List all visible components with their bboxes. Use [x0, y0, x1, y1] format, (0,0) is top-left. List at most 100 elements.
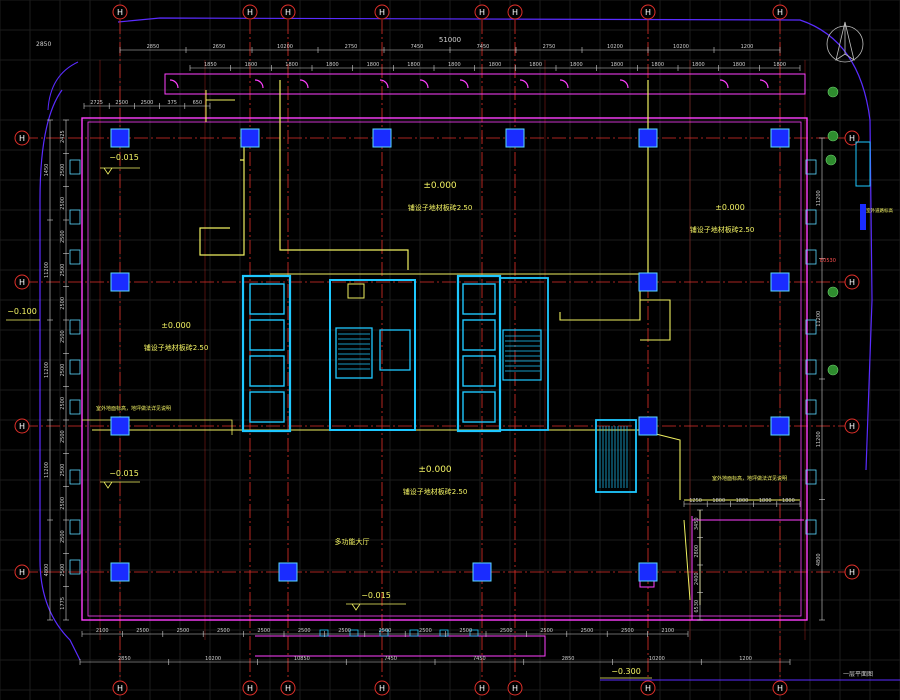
- structural-column: [770, 128, 790, 148]
- door-swing: [459, 79, 469, 89]
- dimension-text: 2400: [694, 572, 700, 585]
- structural-column: [770, 416, 790, 436]
- bottom-axis-bubble: H: [772, 680, 788, 696]
- bottom-axis-bubble: H: [374, 680, 390, 696]
- dimension-text: 2500: [459, 628, 472, 634]
- axis-bubble-circle: [280, 4, 296, 20]
- window-frame: [69, 559, 81, 575]
- dimension-text: 375: [167, 100, 177, 106]
- window-frame: [805, 399, 817, 415]
- dimension-text: 2500: [115, 100, 128, 106]
- window-frame: [69, 159, 81, 175]
- axis-bubble-circle: [507, 4, 523, 20]
- dimension-text: 1800: [407, 62, 420, 68]
- structural-column: [472, 562, 492, 582]
- dimension-text: 2500: [621, 628, 634, 634]
- structural-column: [770, 272, 790, 292]
- dimension-text: 1800: [733, 62, 746, 68]
- upper-left-elevation: −0.015: [109, 153, 139, 162]
- top-hall-elevation: ±0.000: [423, 181, 457, 191]
- left-hall-note: 铺设子地材板砖2.50: [144, 343, 209, 352]
- dimension-text: 2800: [694, 545, 700, 558]
- outside-left-elevation: −0.100: [7, 307, 37, 316]
- dimension-text: 1800: [448, 62, 461, 68]
- dimension-text: 3450: [694, 517, 700, 530]
- bottom-window-frame: [409, 629, 419, 637]
- axis-bubble-circle: [374, 680, 390, 696]
- dimension-text: 7450: [473, 656, 486, 662]
- landscape-trees: [825, 86, 839, 376]
- window-frame: [69, 399, 81, 415]
- axis-bubble-circle: [772, 680, 788, 696]
- axis-bubble-label: H: [285, 8, 291, 17]
- door-swing: [759, 79, 769, 89]
- dimension-text: 2500: [136, 628, 149, 634]
- dimension-text: 11200: [44, 362, 50, 378]
- right-axis-bubble: H: [844, 564, 860, 580]
- axis-bubble-label: H: [19, 278, 25, 287]
- axis-bubble-circle: [844, 418, 860, 434]
- axis-bubble-label: H: [512, 8, 518, 17]
- dimension-text: 4800: [44, 564, 50, 577]
- axis-bubble-label: H: [117, 8, 123, 17]
- right-axis-bubble: H: [844, 274, 860, 290]
- dimension-text: 10850: [294, 656, 310, 662]
- tree-icon: [827, 86, 839, 98]
- door-swing: [169, 79, 179, 89]
- dimension-text: 6530: [694, 600, 700, 613]
- dimension-text: 10200: [607, 44, 623, 50]
- window-frame: [69, 319, 81, 335]
- right-axis-bubble: H: [844, 418, 860, 434]
- axis-bubble-circle: [242, 680, 258, 696]
- axis-bubble-circle: [14, 130, 30, 146]
- top-total-dimension: 51000: [439, 36, 461, 44]
- axis-bubble-label: H: [379, 8, 385, 17]
- top-axis-bubble: H: [772, 4, 788, 20]
- north-arrow-icon: [826, 21, 864, 63]
- axis-bubble-circle: [112, 4, 128, 20]
- dimension-text: 1850: [204, 62, 217, 68]
- door-swing: [719, 79, 729, 89]
- dimension-text: 2500: [60, 330, 66, 343]
- right-tag: E0530: [820, 258, 836, 264]
- dimension-text: 11200: [44, 262, 50, 278]
- door-swing: [299, 79, 309, 89]
- bottom-axis-bubble: H: [474, 680, 490, 696]
- dimension-text: 2500: [60, 230, 66, 243]
- top-dim-2850: 2850: [36, 41, 51, 48]
- structural-column: [110, 562, 130, 582]
- dimension-text: 1800: [245, 62, 258, 68]
- dimension-text: 2500: [60, 364, 66, 377]
- dimension-text: 2500: [379, 628, 392, 634]
- axis-bubble-label: H: [777, 684, 783, 693]
- dimension-text: 2100: [661, 628, 674, 634]
- stair-treads: [338, 333, 628, 488]
- axis-bubble-circle: [474, 4, 490, 20]
- dimension-text: 2750: [345, 44, 358, 50]
- bottom-axis-bubble: H: [112, 680, 128, 696]
- dimension-text: 2500: [60, 497, 66, 510]
- right-inner-dimension-column: 3450 2800 2400 6530: [694, 509, 703, 621]
- exterior-stair-icon: [855, 141, 871, 230]
- door-swing: [559, 79, 569, 89]
- dimension-text: 2500: [419, 628, 432, 634]
- dimension-text: 2725: [90, 100, 103, 106]
- dimension-text: 1800: [285, 62, 298, 68]
- axis-bubble-circle: [14, 274, 30, 290]
- dimension-text: 2500: [60, 430, 66, 443]
- axis-bubble-circle: [14, 564, 30, 580]
- axis-bubble-label: H: [512, 684, 518, 693]
- dimension-text: 1450: [44, 164, 50, 177]
- structural-column: [110, 128, 130, 148]
- dimension-text: 1800: [489, 62, 502, 68]
- top-axis-bubble: H: [242, 4, 258, 20]
- bottom-axis-bubble: H: [640, 680, 656, 696]
